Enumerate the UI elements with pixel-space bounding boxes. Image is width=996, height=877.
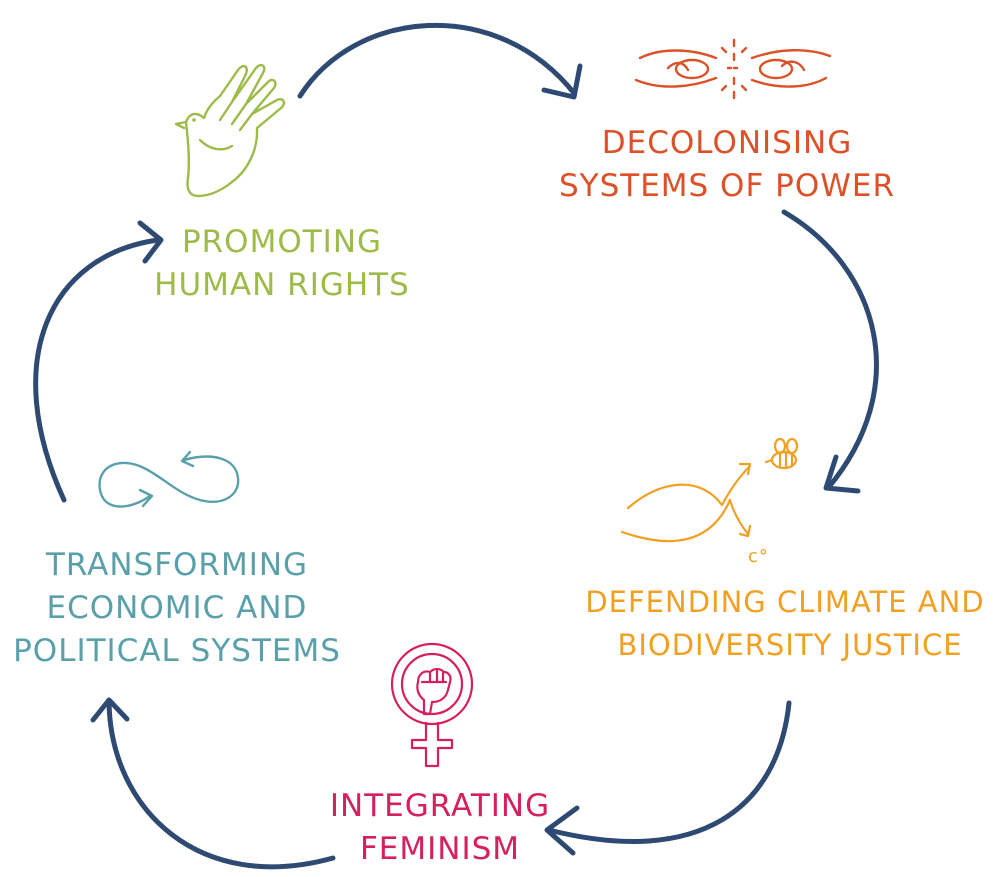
feminism-line-1: INTEGRATING xyxy=(330,788,550,824)
cycle-arrows xyxy=(33,23,879,870)
node-feminism: INTEGRATING FEMINISM xyxy=(330,788,550,867)
decolonising-line-2: SYSTEMS OF POWER xyxy=(559,168,895,204)
arrow-feminism-to-economic xyxy=(90,697,336,870)
climate-curves-bee-icon: c° xyxy=(620,437,799,567)
dove-hand-icon xyxy=(174,63,286,198)
celsius-icon-label: c° xyxy=(748,546,769,567)
climate-line-1: DEFENDING CLIMATE AND xyxy=(585,585,984,619)
economic-line-1: TRANSFORMING xyxy=(45,547,308,583)
node-climate: DEFENDING CLIMATE AND BIODIVERSITY JUSTI… xyxy=(585,585,984,662)
arrow-human-rights-to-decolonising xyxy=(297,23,583,100)
bee-icon xyxy=(764,437,799,470)
decolonising-line-1: DECOLONISING xyxy=(602,125,852,161)
node-decolonising: DECOLONISING SYSTEMS OF POWER xyxy=(559,125,895,204)
arrow-climate-to-feminism xyxy=(544,700,792,856)
economic-line-3: POLITICAL SYSTEMS xyxy=(13,633,341,669)
arrow-decolonising-to-climate xyxy=(781,209,879,494)
climate-line-2: BIODIVERSITY JUSTICE xyxy=(617,628,962,662)
human-rights-line-1: PROMOTING xyxy=(182,224,382,260)
economic-line-2: ECONOMIC AND xyxy=(47,590,308,626)
feminism-line-2: FEMINISM xyxy=(360,831,520,867)
arrow-economic-to-human-rights xyxy=(33,220,164,503)
broken-chain-icon xyxy=(634,38,832,100)
human-rights-line-2: HUMAN RIGHTS xyxy=(154,267,410,303)
infinity-loop-icon xyxy=(98,450,240,508)
feminist-fist-icon xyxy=(390,642,474,768)
node-economic: TRANSFORMING ECONOMIC AND POLITICAL SYST… xyxy=(13,547,341,669)
node-human-rights: PROMOTING HUMAN RIGHTS xyxy=(154,224,410,303)
